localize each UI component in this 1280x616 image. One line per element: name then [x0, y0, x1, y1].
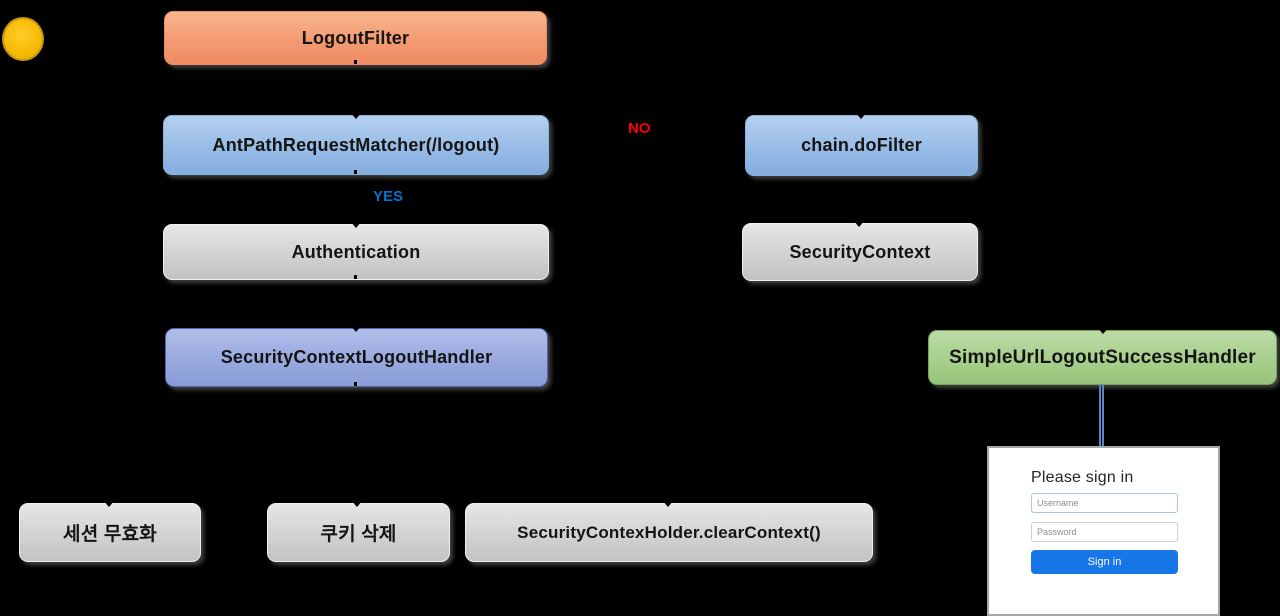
node-security-context-logout-handler: SecurityContextLogoutHandler [165, 328, 548, 387]
arrowhead-icon [1097, 327, 1109, 334]
arrowhead-icon [350, 112, 362, 119]
start-circle-icon [2, 17, 44, 61]
connector-tick [354, 382, 357, 386]
username-input[interactable] [1031, 493, 1178, 513]
diagram-canvas: { "nodes": [ {"label": "LogoutFilter"}, … [2, 11, 1277, 616]
arrowhead-icon [350, 221, 362, 228]
arrowhead-icon [855, 112, 867, 119]
node-clear-context: SecurityContexHolder.clearContext() [465, 503, 873, 562]
sign-in-button[interactable]: Sign in [1031, 550, 1178, 574]
node-cookie-deletion: 쿠키 삭제 [267, 503, 450, 562]
no-branch-label: NO [628, 120, 651, 137]
signin-panel: Please sign in Sign in [987, 446, 1220, 616]
arrowhead-icon [853, 220, 865, 227]
node-logout-filter: LogoutFilter [164, 11, 547, 65]
double-line-connector [1099, 384, 1104, 447]
arrowhead-icon [351, 500, 363, 507]
connector-tick [354, 170, 357, 174]
node-security-context: SecurityContext [742, 223, 978, 281]
signin-title: Please sign in [1031, 469, 1134, 486]
node-authentication: Authentication [163, 224, 549, 280]
yes-branch-label: YES [373, 188, 404, 205]
arrowhead-icon [350, 325, 362, 332]
password-input[interactable] [1031, 522, 1178, 542]
node-session-invalidation: 세션 무효화 [19, 503, 201, 562]
node-simple-url-logout-success-handler: SimpleUrlLogoutSuccessHandler [928, 330, 1277, 385]
arrowhead-icon [103, 500, 115, 507]
node-chain-dofilter: chain.doFilter [745, 115, 978, 176]
connector-tick [354, 60, 357, 64]
node-ant-path-request-matcher: AntPathRequestMatcher(/logout) [163, 115, 549, 175]
connector-tick [354, 275, 357, 279]
arrowhead-icon [662, 500, 674, 507]
